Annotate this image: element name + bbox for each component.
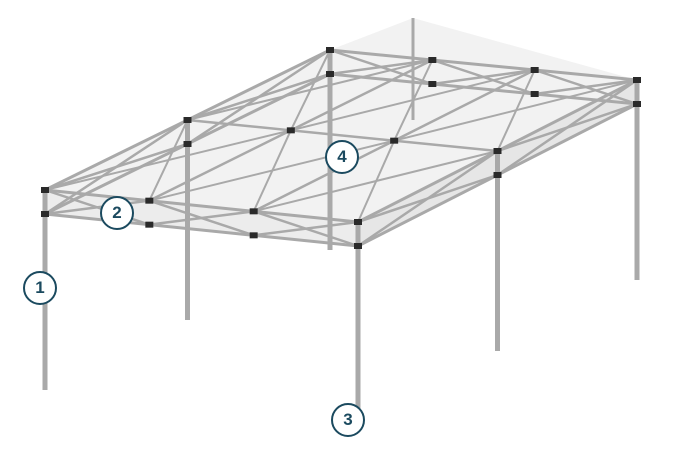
callout-label: 3 — [343, 410, 353, 429]
frame-joint — [249, 232, 258, 239]
frame-joint — [354, 219, 362, 225]
truss — [534, 78, 638, 96]
frame-joint — [249, 208, 258, 215]
frame-joint — [41, 211, 49, 217]
bottom-rail — [329, 72, 638, 106]
frame-joint — [493, 172, 502, 178]
joints — [41, 47, 641, 249]
truss — [496, 78, 638, 177]
roof-truss — [357, 140, 396, 223]
frame-joint — [145, 221, 154, 228]
frame-joint — [428, 81, 437, 87]
frame-joint — [530, 91, 539, 97]
truss — [44, 199, 150, 216]
frame-joint — [633, 101, 641, 107]
frame-joint — [41, 187, 49, 193]
callout-label: 2 — [112, 203, 122, 222]
frame-joint — [183, 141, 192, 147]
truss — [357, 149, 499, 248]
roof-truss — [148, 119, 189, 202]
roof-truss — [393, 59, 434, 142]
top-rail — [44, 188, 359, 224]
frame-joint — [183, 117, 192, 123]
callout-4: 4 — [325, 140, 359, 174]
frame-joint — [633, 77, 641, 83]
callout-label: 1 — [35, 278, 45, 297]
top-rail — [329, 48, 638, 82]
frame-joint — [326, 71, 334, 77]
frame-joint — [428, 57, 437, 63]
truss — [329, 58, 433, 76]
frame-joint — [354, 243, 362, 249]
truss — [432, 68, 535, 86]
callout-label: 4 — [337, 147, 347, 166]
truss — [44, 118, 189, 216]
frame-joint — [530, 67, 539, 73]
frame-joint — [145, 197, 154, 204]
callout-1: 1 — [23, 271, 57, 305]
bottom-rail — [44, 212, 359, 248]
roof-truss — [289, 49, 331, 131]
callout-3: 3 — [331, 403, 365, 437]
frame-joint — [493, 148, 502, 154]
truss — [149, 210, 254, 226]
frame-joint — [390, 137, 399, 144]
roof-rail — [187, 118, 498, 153]
roof-truss — [252, 129, 292, 212]
roof-truss — [496, 69, 536, 152]
frame-joint — [286, 127, 295, 134]
frame-joint — [326, 47, 334, 53]
callout-2: 2 — [100, 196, 134, 230]
truss — [186, 48, 331, 146]
truss — [253, 220, 359, 237]
